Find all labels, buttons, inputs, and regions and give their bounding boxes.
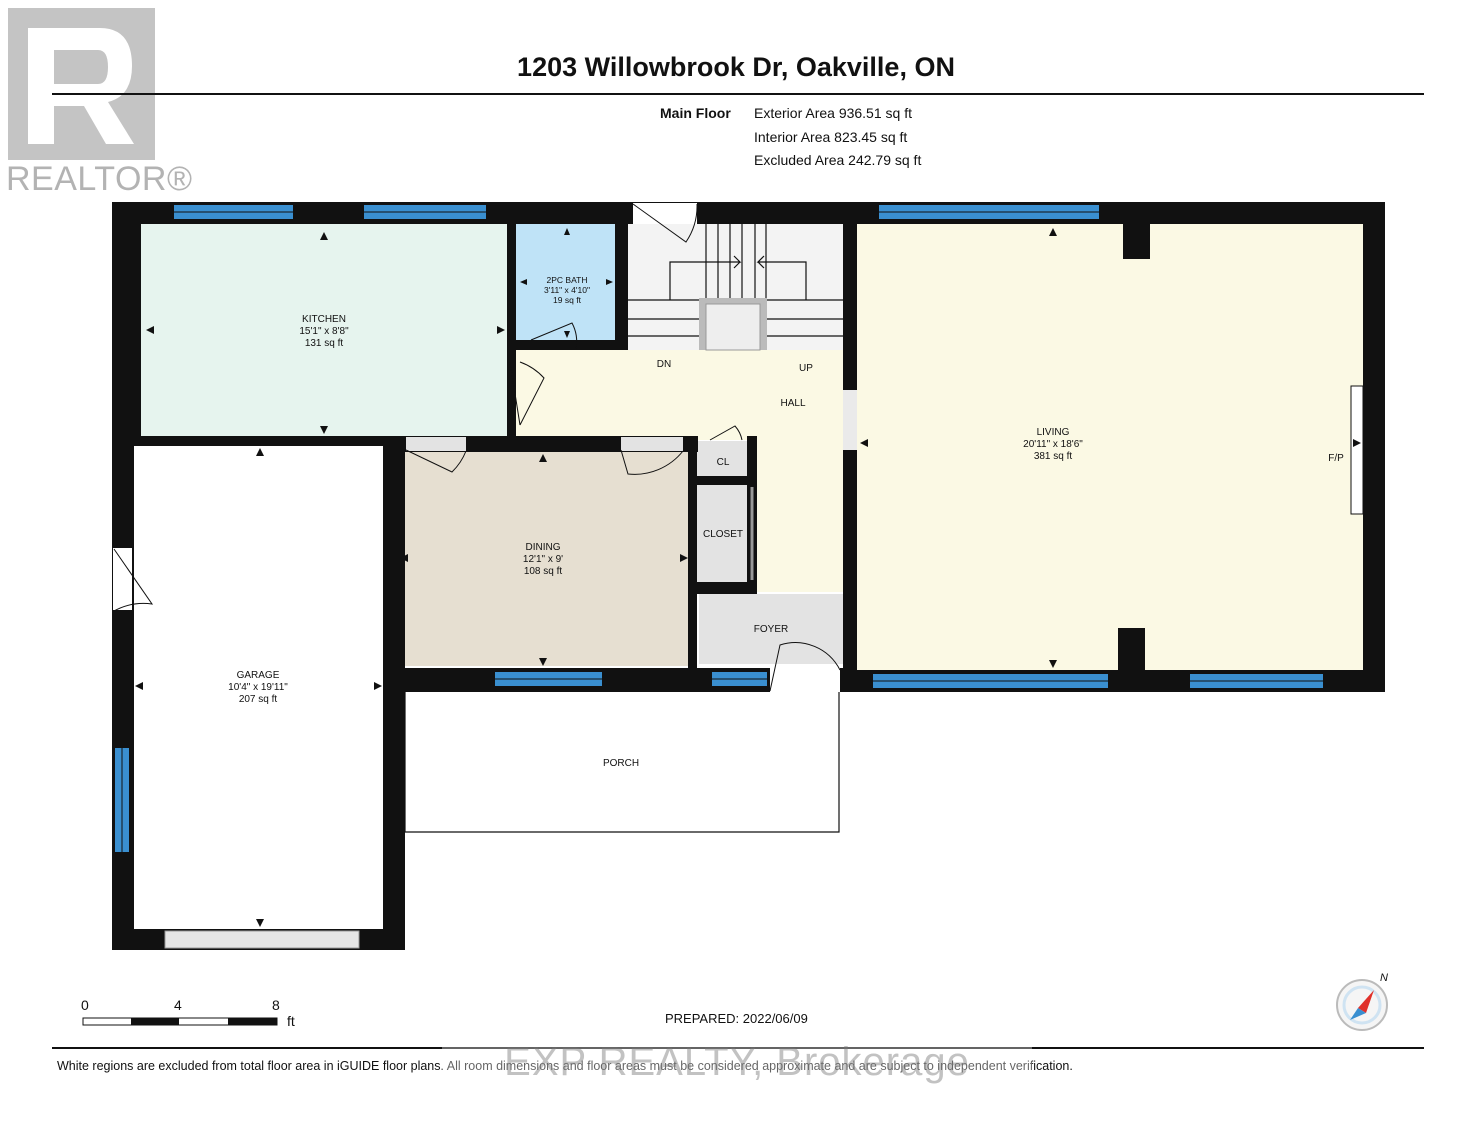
garage-fill (133, 445, 383, 929)
cl-fill (697, 441, 747, 476)
disclaimer-text: White regions are excluded from total fl… (57, 1059, 1073, 1073)
dining-fill (398, 452, 688, 666)
fireplace-label: F/P (1328, 453, 1344, 464)
fireplace-icon (1350, 385, 1364, 515)
floor-label: Main Floor (660, 105, 731, 121)
bath-area: 19 sq ft (553, 295, 582, 305)
interior-area: Interior Area 823.45 sq ft (754, 129, 908, 145)
compass-north-label: N (1380, 972, 1388, 984)
garage-dims: 10'4" x 19'11" (228, 682, 288, 693)
dining-area: 108 sq ft (524, 566, 563, 577)
hall-lower-fill (757, 440, 843, 592)
living-fill (857, 224, 1363, 670)
dining-dims: 12'1" x 9' (523, 554, 563, 565)
living-opening (843, 390, 857, 450)
dimension-arrows (135, 228, 1361, 927)
hall-fill (516, 350, 843, 440)
brokerage-watermark: EXP REALTY, Brokerage (442, 1036, 1032, 1088)
garage-side-door-opening (113, 548, 132, 610)
scale-tick-8: 8 (272, 997, 280, 1013)
realtor-r-mark-icon (8, 8, 155, 160)
hall-name: HALL (780, 398, 805, 409)
foyer-label: FOYER (754, 624, 788, 635)
closet-label: CLOSET (703, 529, 743, 540)
prepared-date: PREPARED: 2022/06/09 (665, 1011, 808, 1026)
kitchen-fill (141, 224, 507, 436)
staircase (628, 224, 843, 337)
bath-fill (516, 224, 615, 340)
realtor-logo (8, 8, 155, 160)
porch-label: PORCH (603, 758, 639, 769)
window-lines (121, 211, 1323, 852)
door-swings (113, 203, 841, 692)
stairs-up-label: UP (799, 363, 813, 374)
dining-door-opening-2 (621, 437, 683, 451)
garage-name: GARAGE (237, 670, 280, 681)
scale-bar (82, 1017, 278, 1026)
cl-label: CL (717, 457, 730, 468)
scale-unit: ft (287, 1013, 295, 1029)
garage-area: 207 sq ft (239, 694, 278, 705)
header-divider (52, 93, 1424, 95)
dining-name: DINING (526, 542, 561, 553)
page-title: 1203 Willowbrook Dr, Oakville, ON (517, 52, 955, 82)
porch-outline (404, 692, 840, 833)
front-door-opening (770, 668, 840, 692)
kitchen-name: KITCHEN (302, 314, 346, 325)
scale-tick-0: 0 (81, 997, 89, 1013)
stair-post (705, 303, 761, 351)
kitchen-area: 131 sq ft (305, 338, 344, 349)
exterior-area: Exterior Area 936.51 sq ft (754, 105, 912, 121)
excluded-area: Excluded Area 242.79 sq ft (754, 152, 922, 168)
compass-icon (1336, 979, 1388, 1031)
dining-door-opening (406, 437, 466, 451)
garage-door (164, 930, 360, 949)
living-name: LIVING (1037, 427, 1070, 438)
stairs-down-label: DN (657, 359, 671, 370)
realtor-wordmark: REALTOR® (6, 160, 193, 198)
foyer-fill (699, 594, 843, 664)
kitchen-dims: 15'1" x 8'8" (299, 326, 349, 337)
bath-dims: 3'11" x 4'10" (544, 285, 590, 295)
bath-name: 2PC BATH (547, 275, 588, 285)
footer-divider (52, 1047, 1424, 1049)
closet-fill (697, 485, 747, 582)
living-dims: 20'11" x 18'6" (1023, 439, 1083, 450)
living-area: 381 sq ft (1034, 451, 1073, 462)
scale-tick-4: 4 (174, 997, 182, 1013)
back-door-opening (633, 203, 697, 224)
